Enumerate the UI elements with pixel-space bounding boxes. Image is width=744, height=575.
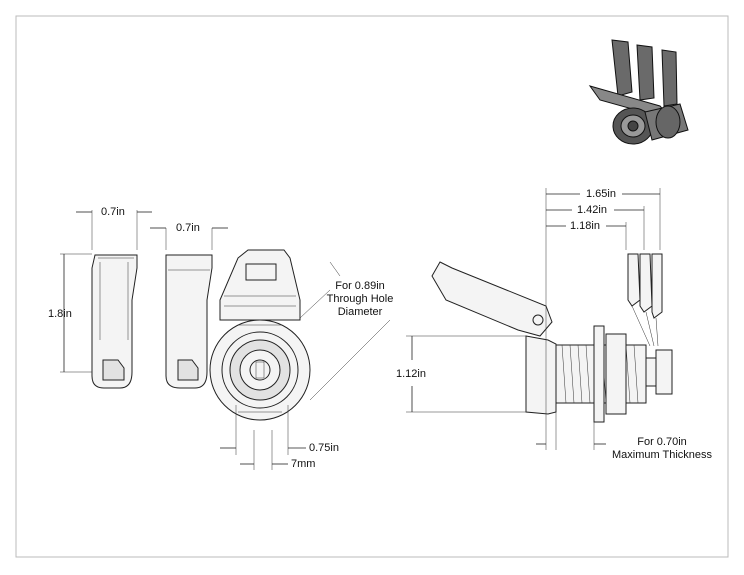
key-width-label-2: 0.7in bbox=[176, 222, 200, 234]
key-side-view-2 bbox=[165, 254, 213, 389]
through-hole-note: For 0.89in Through Hole Diameter bbox=[326, 280, 394, 318]
face-dim-label-1: 0.75in bbox=[309, 442, 339, 454]
overall-length-label: 1.65in bbox=[586, 188, 616, 200]
lock-front-view bbox=[209, 249, 311, 421]
key-height-label: 1.8in bbox=[48, 308, 72, 320]
lock-side-view bbox=[431, 253, 673, 423]
sheet-border bbox=[15, 15, 729, 558]
length-3-label: 1.18in bbox=[570, 220, 600, 232]
key-width-label-1: 0.7in bbox=[101, 206, 125, 218]
key-side-view-1 bbox=[91, 254, 138, 389]
thickness-note: For 0.70in Maximum Thickness bbox=[611, 436, 713, 461]
length-2-label: 1.42in bbox=[577, 204, 607, 216]
lock-3d-render-icon bbox=[588, 39, 689, 145]
body-height-label: 1.12in bbox=[396, 368, 426, 380]
face-dim-label-2: 7mm bbox=[291, 458, 316, 470]
